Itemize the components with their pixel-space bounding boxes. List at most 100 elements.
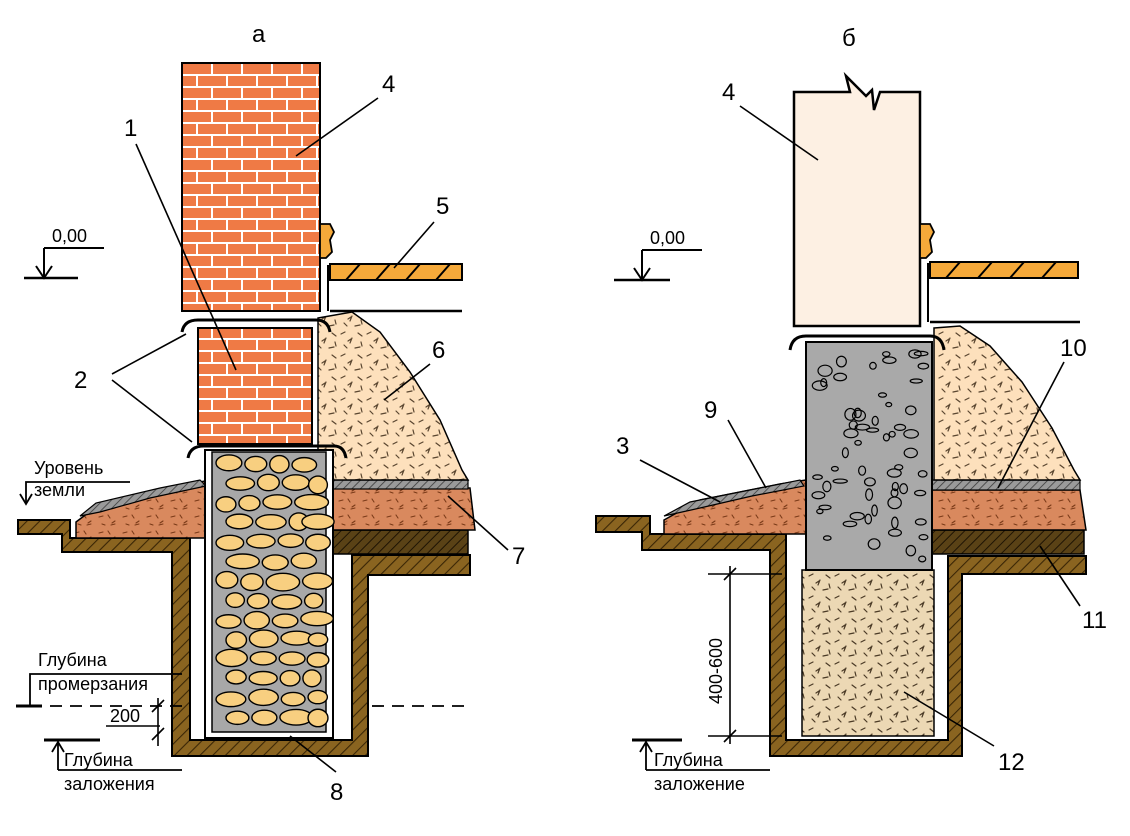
- rubble-stone: [301, 513, 335, 531]
- rubble-stone: [225, 631, 248, 650]
- rubble-stone: [256, 473, 280, 492]
- aggregate-pebble: [894, 464, 904, 471]
- rubble-stone: [255, 513, 287, 531]
- aggregate-pebble: [903, 429, 919, 439]
- aggregate-pebble: [885, 401, 893, 408]
- aggregate-pebble: [822, 480, 832, 493]
- rubble-stone: [225, 476, 256, 491]
- aggregate-pebble: [871, 415, 879, 426]
- callout-9: 9: [704, 397, 717, 424]
- aggregate-pebble: [832, 478, 848, 484]
- zero-level-label-a: 0,00: [52, 226, 87, 246]
- aggregate-pebble: [918, 555, 927, 563]
- foundation-depth-mark-b: Глубина заложение: [632, 738, 770, 794]
- topsoil-crust-a: [79, 479, 208, 517]
- foundation-depth-mark-a: Глубина заложения: [44, 738, 182, 794]
- aggregate-pebble: [820, 378, 828, 388]
- foundation-depth-label-b-2: заложение: [654, 774, 745, 794]
- callout-5: 5: [436, 193, 449, 220]
- rubble-stone: [215, 454, 243, 472]
- rubble-stone: [225, 669, 247, 685]
- rubble-stone: [215, 534, 245, 551]
- aggregate-pebble: [865, 488, 874, 501]
- dimension-200-label: 200: [110, 706, 140, 726]
- aggregate-pebble: [858, 465, 867, 476]
- aggregate-pebble: [816, 508, 824, 515]
- skirting-a: [319, 223, 336, 259]
- floor-board-hatch-b: [945, 261, 1057, 279]
- loam-layer-b-right: [931, 489, 1087, 531]
- blind-area-a: [327, 479, 469, 490]
- floor-board-a: [329, 263, 463, 281]
- rubble-stone: [225, 553, 260, 570]
- rubble-stone: [269, 454, 290, 474]
- rubble-stone: [215, 648, 248, 668]
- sand-backfill-b: [933, 325, 1082, 481]
- rubble-stone: [215, 614, 242, 629]
- callout-1: 1: [124, 115, 137, 142]
- aggregate-pebble: [854, 423, 871, 431]
- rubble-stone: [249, 651, 277, 666]
- rubble-stone: [305, 533, 331, 552]
- rubble-stone: [307, 689, 329, 705]
- rubble-stone: [215, 570, 239, 589]
- aggregate-pebble: [908, 349, 922, 359]
- rubble-stone: [261, 554, 289, 571]
- floor-board-hatch-a: [345, 263, 451, 281]
- rubble-stone: [307, 475, 329, 495]
- rubble-stone: [244, 455, 268, 473]
- rubble-stone: [215, 496, 237, 513]
- rubble-stone: [306, 651, 330, 668]
- rubble-stone: [294, 493, 330, 511]
- rubble-stone: [225, 513, 254, 530]
- aggregate-pebble: [891, 481, 899, 492]
- aggregate-pebble: [887, 528, 902, 537]
- rubble-stone: [248, 629, 279, 649]
- callout-7: 7: [512, 543, 525, 570]
- callout-6: 6: [432, 337, 445, 364]
- foundation-depth-label-a-2: заложения: [64, 774, 155, 794]
- aggregate-pebble: [905, 405, 917, 416]
- aggregate-pebble: [917, 362, 930, 370]
- rubble-stone: [307, 632, 329, 647]
- aggregate-pebble: [891, 516, 899, 529]
- floor-board-b: [929, 261, 1079, 279]
- aggregate-pebble: [917, 470, 928, 478]
- aggregate-pebble: [863, 477, 876, 487]
- rubble-stone: [280, 630, 314, 646]
- drainage-layer-a: [327, 529, 469, 555]
- panel-a-title: а: [252, 21, 266, 48]
- drainage-layer-b: [931, 529, 1085, 555]
- rubble-stone: [225, 592, 246, 609]
- freezing-depth-mark: Глубина промерзания: [16, 650, 470, 708]
- aggregate-pebble: [888, 430, 896, 438]
- aggregate-pebble: [869, 361, 877, 370]
- zero-level-mark-b: 0,00: [614, 228, 702, 282]
- dimension-200: 200: [106, 698, 165, 746]
- aggregate-pebble: [854, 439, 862, 446]
- wall-panel: [792, 71, 922, 328]
- aggregate-pebble: [849, 511, 865, 521]
- rubble-stone: [225, 710, 250, 726]
- callout-4a: 4: [382, 71, 395, 98]
- brick-plinth: [197, 327, 313, 445]
- panel-b-title: б: [842, 25, 856, 52]
- aggregate-pebble: [882, 433, 891, 442]
- ground-level-label-2: земли: [34, 480, 85, 500]
- aggregate-pebble: [903, 447, 918, 459]
- aggregate-pebble: [853, 407, 862, 419]
- rubble-stone: [262, 494, 293, 510]
- aggregate-pebble: [841, 447, 849, 459]
- panel-b: б 0,00: [595, 25, 1107, 794]
- aggregate-pebble: [822, 535, 832, 541]
- rubble-stone: [302, 669, 322, 688]
- concrete-aggregate: [811, 349, 930, 563]
- freezing-depth-label-2: промерзания: [38, 674, 148, 694]
- aggregate-pebble: [867, 538, 881, 550]
- callout-12: 12: [998, 749, 1025, 776]
- aggregate-pebble: [818, 504, 832, 511]
- panel-a: а 0,: [16, 21, 525, 806]
- callouts-a: [111, 97, 509, 773]
- aggregate-pebble: [851, 409, 867, 422]
